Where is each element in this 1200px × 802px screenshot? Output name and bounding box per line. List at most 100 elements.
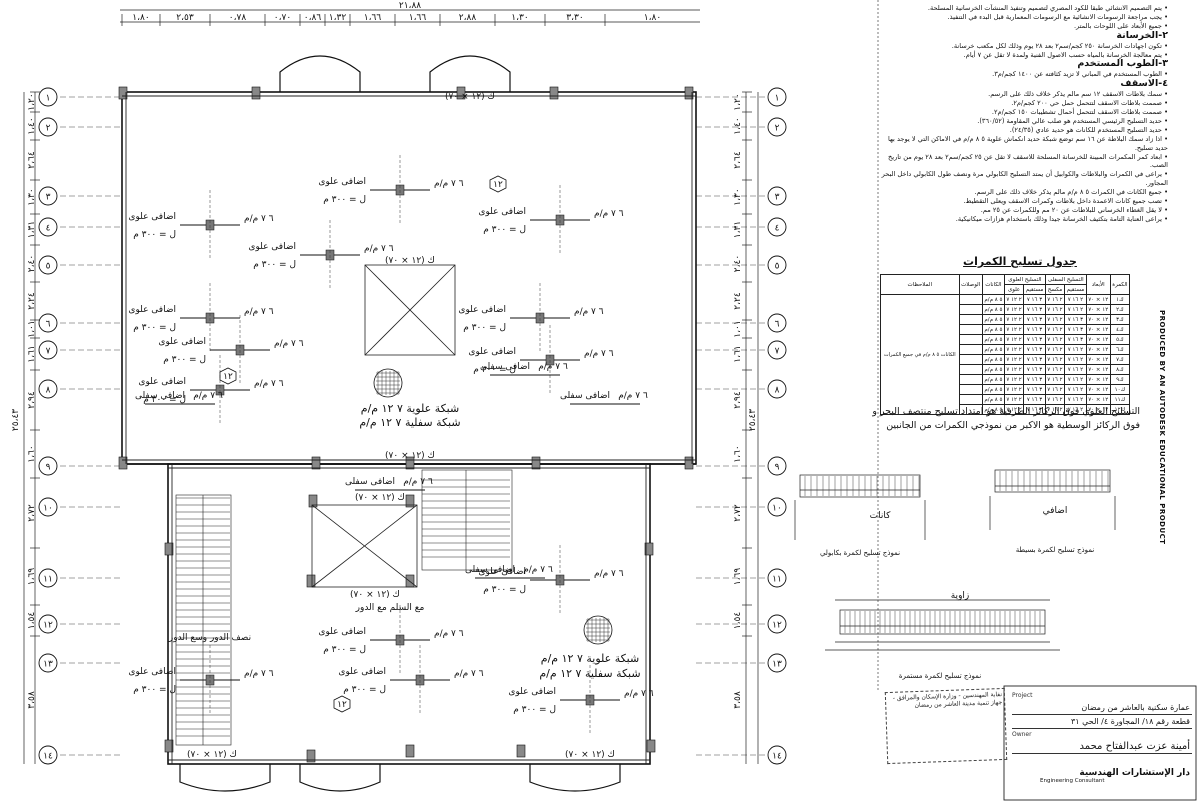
table-cell: ٢ ١٢ ٧ xyxy=(1003,304,1025,315)
bottom-add-label: اضافى سفلى xyxy=(465,565,515,575)
stair-note-2: مع السلم مع الدور xyxy=(355,603,425,613)
length-label: ل = ٣٠٠ م xyxy=(133,230,176,240)
axis-bubble xyxy=(38,745,58,765)
table-cell xyxy=(958,374,983,385)
column xyxy=(549,86,559,100)
axis-bubble xyxy=(767,340,787,360)
column xyxy=(164,542,174,556)
left-dimension: ١،٤٠ xyxy=(27,117,37,134)
table-cell: ٢ ١٦ ٧ xyxy=(1044,334,1066,345)
top-dimension: ٠،٧٨ xyxy=(229,13,247,23)
left-dimension: ١،٦٩ xyxy=(27,568,37,586)
table-cell: ٣ ١٦ ٧ xyxy=(1023,404,1046,415)
axis-bubble xyxy=(767,614,787,634)
column xyxy=(516,744,526,758)
right-dimension: ١،٦٩ xyxy=(733,568,743,586)
table-cell: ١٢ × ٧٠ xyxy=(1085,324,1111,335)
table-cell: ٣ ١٦ ٧ xyxy=(1023,294,1046,305)
table-cell: ك٩ xyxy=(1109,374,1131,385)
left-dimension: ١،٠١ xyxy=(27,320,37,337)
axis-label: ٧ xyxy=(46,347,51,357)
axis-label: ٣ xyxy=(46,193,51,203)
axis-label: ٦ xyxy=(775,320,780,330)
col-header: التسليح العلوى xyxy=(1003,274,1046,285)
left-dimension: ٢،٧٢ xyxy=(27,504,37,522)
axis-bubble xyxy=(38,255,58,275)
table-cell xyxy=(958,384,983,395)
axis-bubble xyxy=(767,745,787,765)
right-dimension: ١،٥٤ xyxy=(733,612,743,630)
simple-section-caption: نموذج تسليح لكمرة بسيطة xyxy=(1016,546,1094,554)
top-add-label: اضافى علوى xyxy=(138,377,186,387)
axis-bubble xyxy=(767,379,787,399)
continuous-section-caption: نموذج تسليح لكمرة مستمرة xyxy=(899,672,981,680)
beam-label: ك (١٢ × ٧٠) xyxy=(565,750,615,760)
column xyxy=(251,86,261,100)
note-item: • يجب مراجعة الرسومات الانشائية مع الرسو… xyxy=(947,12,1168,21)
table-cell xyxy=(958,404,983,415)
sub-header: مستقيم xyxy=(1064,284,1087,295)
table-cell: ٢ ١٢ ٧ xyxy=(1003,294,1025,305)
sub-header: مستقيم xyxy=(1023,284,1046,295)
cantilever-section-caption: نموذج تسليح لكمرة بكابولي xyxy=(820,549,900,557)
table-cell: ٢ ١٦ ٧ xyxy=(1044,304,1066,315)
left-dimension: ١،٣٠ xyxy=(27,188,37,205)
table-cell: ٢ ١٦ ٧ xyxy=(1064,374,1087,385)
table-cell: ١٢ × ٧٠ xyxy=(1085,304,1111,315)
bar-label: ٦ ٧ م/م xyxy=(538,362,568,372)
table-cell xyxy=(958,324,983,335)
note-item: • حديد التسليح الرئيسي المستخدم هو صلب ع… xyxy=(977,116,1168,125)
table-cell xyxy=(958,394,983,405)
axis-bubble xyxy=(767,313,787,333)
table-cell: ٥ ٨ م/م xyxy=(981,334,1005,345)
top-dimension: ٠،٨٦ xyxy=(304,13,322,23)
table-cell: ٣ ١٦ ٧ xyxy=(1023,374,1046,385)
table-cell: ٢ ١٦ ٧ xyxy=(1044,374,1066,385)
table-cell: ك١ xyxy=(1109,294,1131,305)
column xyxy=(118,456,128,470)
autodesk-watermark: PRODUCED BY AN AUTODESK EDUCATIONAL PROD… xyxy=(1158,310,1166,545)
axis-bubble xyxy=(38,497,58,517)
company-subtitle: Engineering Consultant xyxy=(1040,778,1105,784)
bar-label: ٦ ٧ م/م xyxy=(244,307,274,317)
axis-label: ١٢ xyxy=(772,621,782,631)
axis-label: ٤ xyxy=(46,224,51,234)
axis-bubble xyxy=(38,568,58,588)
table-cell: ٣ ١٦ ٧ xyxy=(1023,304,1046,315)
lower-mesh-label-2: شبكة سفلية ٧ ١٢ م/م xyxy=(539,667,640,680)
length-label: ل = ٣٠٠ م xyxy=(463,323,506,333)
table-cell: ٢ ١٢ ٧ xyxy=(1003,374,1025,385)
note-item: • ابعاد كمر المكمرات المبينة للخرسانة ال… xyxy=(888,152,1168,170)
bar-label: ٦ ٧ م/م xyxy=(364,244,394,254)
table-cell: ك٧ xyxy=(1109,354,1131,365)
bar-label: ٦ ٧ م/م xyxy=(594,569,624,579)
table-cell: ك٥ xyxy=(1109,334,1131,345)
table-cell: ٣ ١٦ ٧ xyxy=(1023,314,1046,325)
table-cell: ٥ ٨ م/م xyxy=(981,354,1005,365)
right-dimension: ٣،٥٨ xyxy=(733,691,743,709)
top-dimension: ٢،٥٣ xyxy=(176,13,194,23)
table-cell xyxy=(958,364,983,375)
table-cell: ١٢ × ٧٠ xyxy=(1085,294,1111,305)
length-label: ل = ٣٠٠ م xyxy=(133,323,176,333)
axis-bubble xyxy=(38,313,58,333)
table-cell: ٢ ١٦ ٧ xyxy=(1064,354,1087,365)
right-dimension: ١،٢٠ xyxy=(733,93,743,110)
length-label: ل = ٣٠٠ م xyxy=(163,355,206,365)
right-dimension: ٢،٤٠ xyxy=(733,255,743,272)
table-cell: ٢ ١٦ ٧ xyxy=(1064,344,1087,355)
bar-label: ٦ ٧ م/م xyxy=(584,349,614,359)
bay-windows xyxy=(179,55,621,792)
right-dimension: ٢،٦٤ xyxy=(733,151,743,169)
top-add-label: اضافى علوى xyxy=(128,212,176,222)
right-dimension: ١،٦٠ xyxy=(733,445,743,462)
table-cell: ٣ ١٦ ٧ xyxy=(1023,394,1046,405)
top-dimension: ١،٨٠ xyxy=(644,13,661,23)
length-label: ل = ٣٠٠ م xyxy=(323,645,366,655)
table-cell: ك١٠ xyxy=(1109,384,1131,395)
axis-bubble xyxy=(767,217,787,237)
axis-bubble xyxy=(767,497,787,517)
